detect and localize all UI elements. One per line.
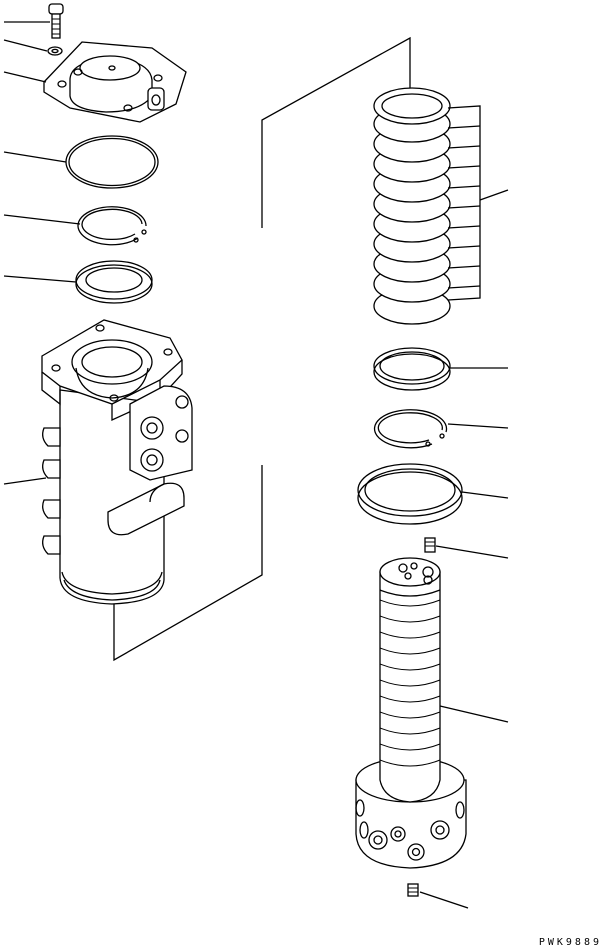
leader-ring-upper [3, 275, 77, 283]
plug-bottom [407, 883, 419, 897]
washer [47, 46, 63, 56]
o-ring [65, 135, 159, 189]
leader-o-ring [3, 151, 67, 163]
leader-cover [3, 71, 47, 83]
plug-top [424, 537, 436, 553]
cover [43, 41, 187, 123]
bolt [48, 3, 64, 39]
leader-washer [3, 39, 48, 52]
leader-seal-large [461, 491, 509, 499]
drawing-code: PWK9889 [538, 937, 602, 948]
leader-snap-ring-upper [3, 214, 81, 225]
assembly-guide-lines [113, 36, 411, 662]
swivel-body [41, 319, 193, 605]
ring-lower [373, 347, 451, 391]
shaft [355, 557, 467, 869]
leader-snap-ring-lower [447, 423, 509, 429]
leader-seal-stack [447, 105, 509, 301]
ring-upper [75, 260, 153, 304]
leader-shaft [439, 705, 509, 723]
seal-stack [373, 87, 451, 325]
leader-plug-top [435, 545, 509, 559]
snap-ring-lower [373, 409, 448, 449]
seal-large [357, 463, 463, 525]
leader-plug-bottom [419, 891, 469, 909]
leader-swivel-body [3, 477, 47, 485]
snap-ring-upper [77, 206, 147, 246]
